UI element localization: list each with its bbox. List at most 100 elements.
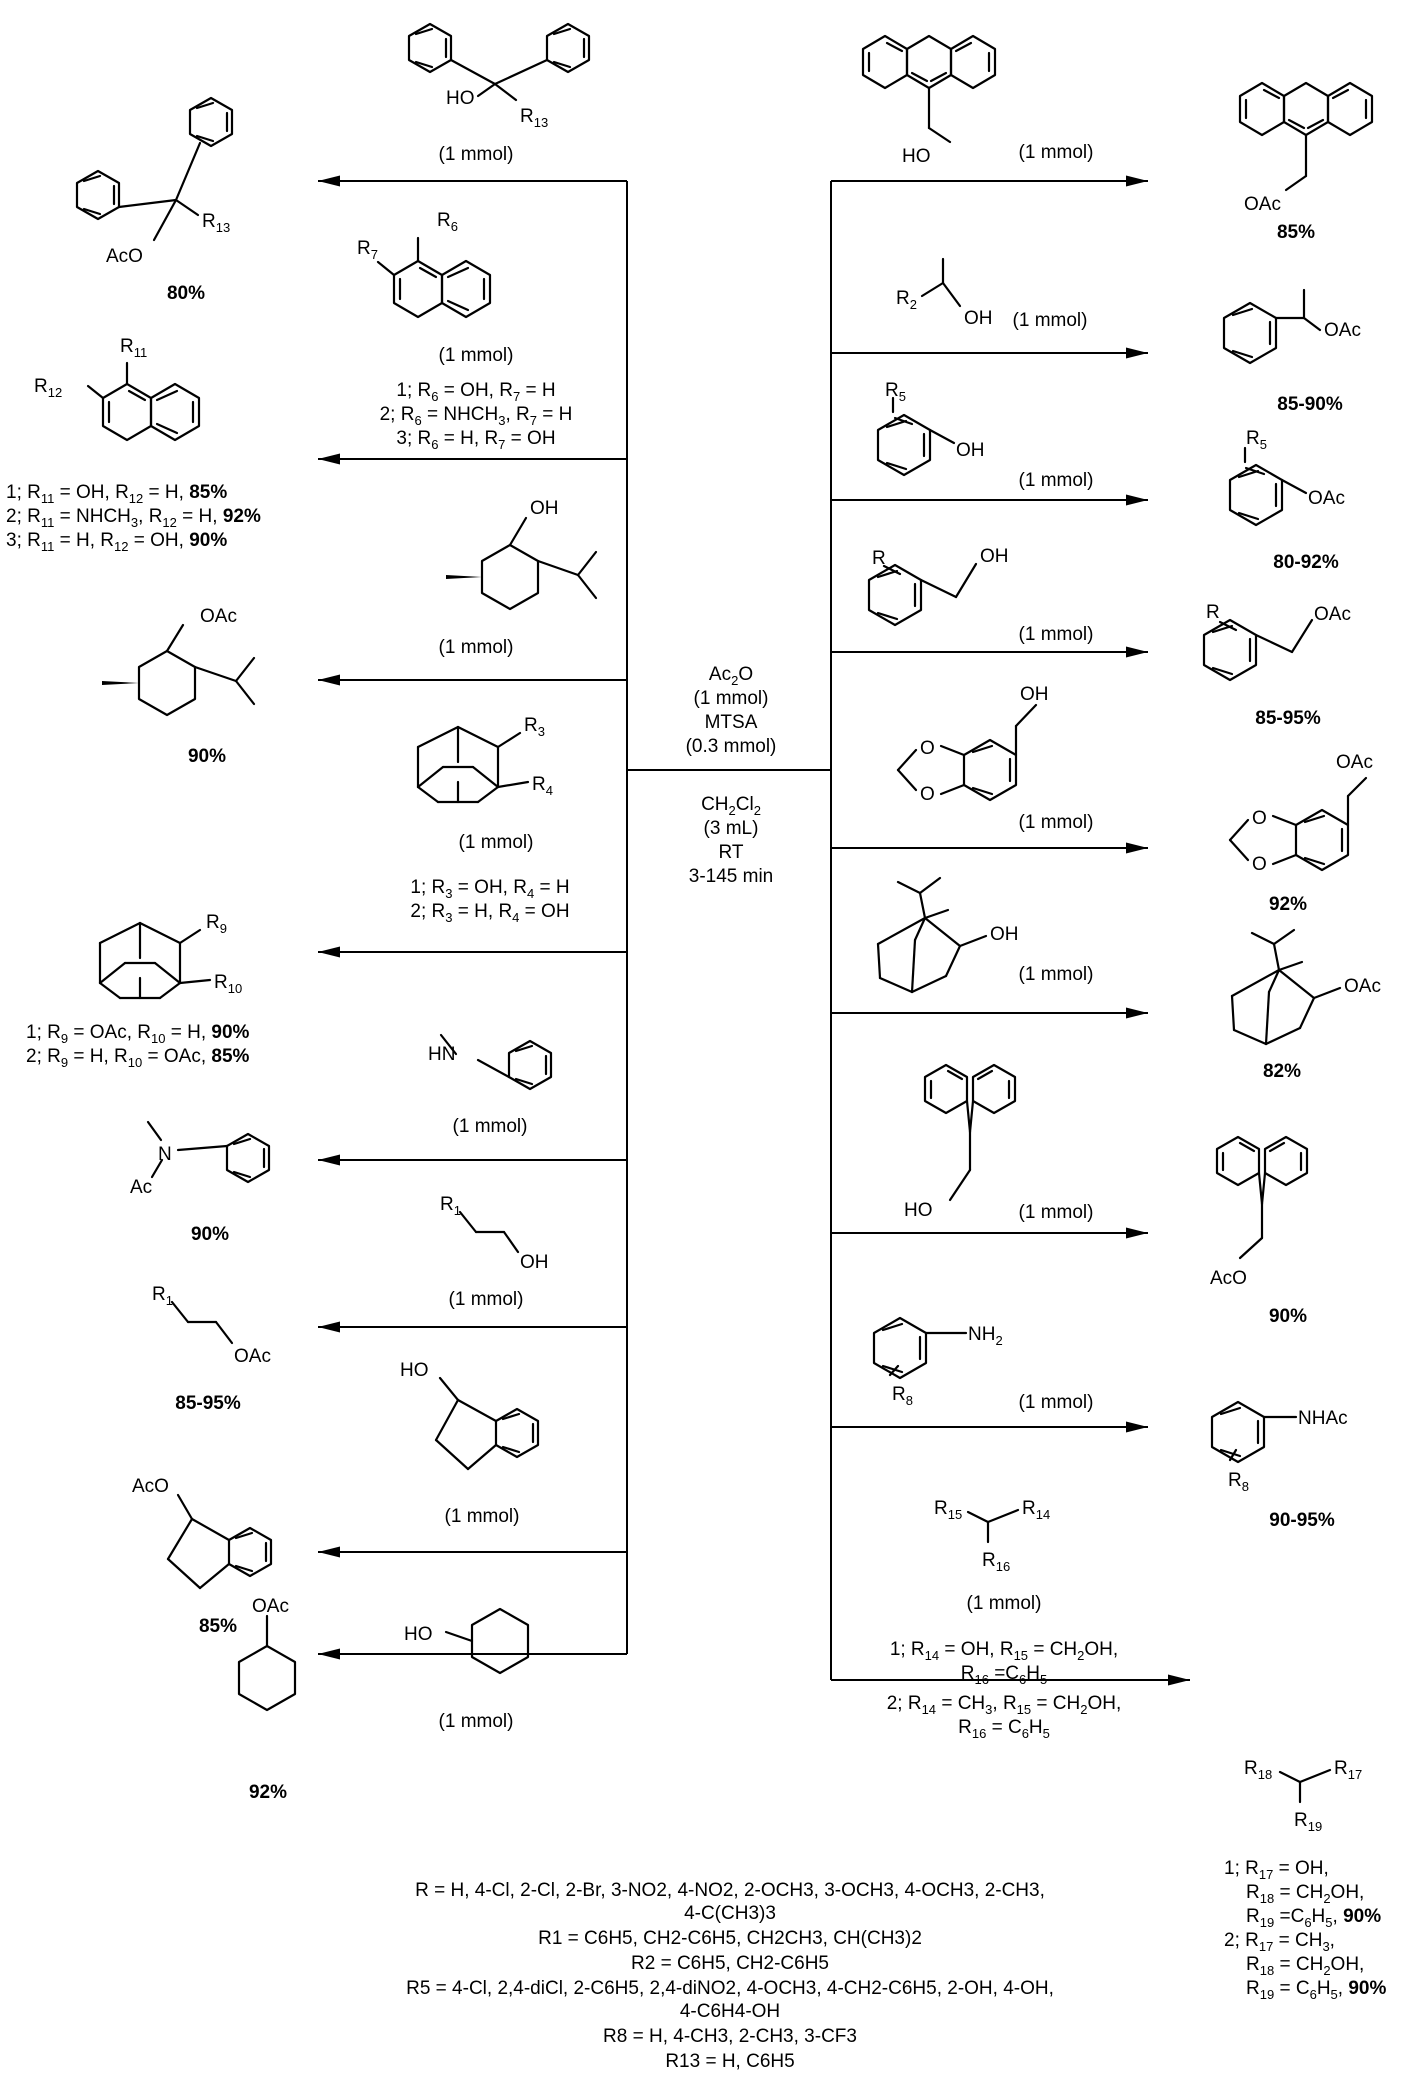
svg-text:(0.3 mmol): (0.3 mmol) — [686, 736, 777, 757]
svg-text:OAc: OAc — [252, 1596, 289, 1617]
anthracenyl-product: OAc 85% — [1238, 81, 1374, 243]
svg-text:R16 =C6H5: R16 =C6H5 — [961, 1663, 1048, 1687]
piperonyl-substrate: OH O O (1 mmol) — [896, 684, 1094, 833]
svg-text:1; R3 = OH, R4 = H: 1; R3 = OH, R4 = H — [410, 877, 569, 901]
footnote-r: R = H, 4-Cl, 2-Cl, 2-Br, 3-NO2, 4-NO2, 2… — [415, 1880, 1045, 1901]
footnote-r2: R2 = C6H5, CH2-C6H5 — [631, 1953, 829, 1974]
svg-text:OAc: OAc — [234, 1346, 271, 1367]
svg-text:R13: R13 — [202, 211, 230, 235]
svg-text:HN: HN — [428, 1044, 455, 1065]
svg-text:R13: R13 — [520, 106, 548, 130]
svg-text:R4: R4 — [532, 774, 553, 798]
svg-text:R14: R14 — [1022, 1498, 1050, 1522]
diol-product: R18 R17 R19 1; R17 = OH, R18 = CH2OH, R1… — [1224, 1758, 1386, 2002]
svg-text:R17: R17 — [1334, 1758, 1362, 1782]
svg-text:R15: R15 — [934, 1498, 962, 1522]
svg-text:R9: R9 — [206, 912, 227, 936]
phenol-substrate: R5 OH (1 mmol) — [876, 380, 1094, 491]
yield-bornyl-acetate: 82% — [1263, 1061, 1301, 1082]
svg-text:R19 =C6H5, 90%: R19 =C6H5, 90% — [1246, 1906, 1381, 1930]
svg-text:(1 mmol): (1 mmol) — [449, 1289, 524, 1310]
footnote-r-cont: 4-C(CH3)3 — [684, 1903, 776, 1924]
menthol-substrate: OH (1 mmol) — [439, 498, 598, 658]
svg-text:HO: HO — [446, 88, 475, 109]
yield-anthracenyl: 85% — [1277, 222, 1315, 243]
svg-text:R6: R6 — [437, 210, 458, 234]
svg-text:2; R3 = H, R4 = OH: 2; R3 = H, R4 = OH — [410, 901, 569, 925]
svg-text:R1: R1 — [152, 1284, 173, 1308]
svg-text:(3 mL): (3 mL) — [704, 818, 759, 839]
adamantyl-product: R9 R10 1; R9 = OAc, R10 = H, 90% 2; R9 =… — [26, 912, 250, 1070]
yield-fluorenyl: 90% — [1269, 1306, 1307, 1327]
cyclohexyl-product: OAc 92% — [237, 1596, 297, 1803]
methylaniline-substrate: HN (1 mmol) — [428, 1033, 553, 1137]
svg-text:R5: R5 — [885, 380, 906, 404]
yield-acetanilide: 90-95% — [1269, 1510, 1335, 1531]
svg-text:(1 mmol): (1 mmol) — [1019, 812, 1094, 833]
svg-text:R7: R7 — [357, 238, 378, 262]
piperonyl-product: OAc O O 92% — [1228, 752, 1373, 915]
svg-text:(1 mmol): (1 mmol) — [439, 1711, 514, 1732]
svg-text:(1 mmol): (1 mmol) — [1019, 142, 1094, 163]
svg-text:(1 mmol): (1 mmol) — [694, 688, 769, 709]
cyclohexanol-substrate: HO (1 mmol) — [404, 1607, 530, 1732]
svg-text:OAc: OAc — [1324, 320, 1361, 341]
methylacetanilide-product: N Ac 90% — [130, 1120, 271, 1245]
solvent-label: CH2Cl2 — [701, 794, 761, 818]
svg-text:R10: R10 — [214, 972, 242, 996]
svg-text:R1: R1 — [440, 1194, 461, 1218]
svg-text:(1 mmol): (1 mmol) — [1013, 310, 1088, 331]
svg-text:(1 mmol): (1 mmol) — [1019, 470, 1094, 491]
left-arrows — [318, 175, 627, 1660]
svg-text:R18 = CH2OH,: R18 = CH2OH, — [1246, 1882, 1364, 1906]
right-arrows — [831, 175, 1190, 1686]
svg-text:R18: R18 — [1244, 1758, 1272, 1782]
svg-text:OH: OH — [964, 308, 993, 329]
svg-text:(1 mmol): (1 mmol) — [1019, 1392, 1094, 1413]
svg-text:OAc: OAc — [1344, 976, 1381, 997]
yield-benzyl-acetate: 85-95% — [1255, 708, 1321, 729]
yield-menthyl: 90% — [188, 746, 226, 767]
indanyl-product: AcO 85% — [132, 1476, 273, 1637]
svg-text:OH: OH — [956, 440, 985, 461]
conditions-label: Ac2O (1 mmol) MTSA (0.3 mmol) CH2Cl2 (3 … — [686, 664, 777, 887]
svg-text:R8: R8 — [892, 1384, 913, 1408]
svg-text:(1 mmol): (1 mmol) — [439, 345, 514, 366]
svg-text:HO: HO — [902, 146, 931, 167]
fluorenyl-substrate: HO (1 mmol) — [904, 1063, 1093, 1223]
svg-text:OAc: OAc — [200, 606, 237, 627]
svg-text:OH: OH — [520, 1252, 549, 1273]
svg-text:2; R9 = H, R10 = OAc, 85%: 2; R9 = H, R10 = OAc, 85% — [26, 1046, 250, 1070]
yield-piperonyl: 92% — [1269, 894, 1307, 915]
svg-text:R19: R19 — [1294, 1810, 1322, 1834]
svg-text:3-145 min: 3-145 min — [689, 866, 774, 887]
svg-text:OH: OH — [1020, 684, 1049, 705]
svg-text:OAc: OAc — [1308, 488, 1345, 509]
menthyl-product: OAc 90% — [102, 606, 256, 767]
svg-text:OAc: OAc — [1314, 604, 1351, 625]
svg-text:RT: RT — [719, 842, 744, 863]
aniline-substrate: NH2 R8 (1 mmol) — [872, 1316, 1094, 1413]
svg-text:HO: HO — [400, 1360, 429, 1381]
naphthol-substrate: R6 R7 (1 mmol) 1; R6 = OH, R7 = H 2; R6 … — [357, 210, 572, 452]
footnote-r5: R5 = 4-Cl, 2,4-diCl, 2-C6H5, 2,4-diNO2, … — [406, 1978, 1054, 1999]
svg-text:1; R17 = OH,: 1; R17 = OH, — [1224, 1858, 1329, 1882]
reagent-label: Ac2O — [709, 664, 753, 688]
benzyl-acetate-product: R OAc 85-95% — [1202, 602, 1351, 729]
svg-text:R5: R5 — [1246, 428, 1267, 452]
yield-alkyl-acetate: 85-95% — [175, 1393, 241, 1414]
svg-text:R2: R2 — [896, 288, 917, 312]
svg-text:3; R6 = H, R7 = OH: 3; R6 = H, R7 = OH — [396, 428, 555, 452]
sec-acetate-product: OAc 85-90% — [1222, 288, 1361, 415]
anthracenyl-substrate: HO (1 mmol) — [861, 34, 1094, 167]
svg-text:R16: R16 — [982, 1550, 1010, 1574]
svg-text:OAc: OAc — [1336, 752, 1373, 773]
alkyl-alcohol-substrate: R1 OH (1 mmol) — [440, 1194, 549, 1310]
borneol-substrate: OH (1 mmol) — [876, 876, 1093, 994]
svg-text:N: N — [158, 1144, 172, 1165]
svg-text:(1 mmol): (1 mmol) — [967, 1593, 1042, 1614]
bornyl-acetate-product: OAc 82% — [1230, 928, 1381, 1082]
svg-text:HO: HO — [404, 1624, 433, 1645]
svg-text:(1 mmol): (1 mmol) — [445, 1506, 520, 1527]
svg-text:OH: OH — [990, 924, 1019, 945]
